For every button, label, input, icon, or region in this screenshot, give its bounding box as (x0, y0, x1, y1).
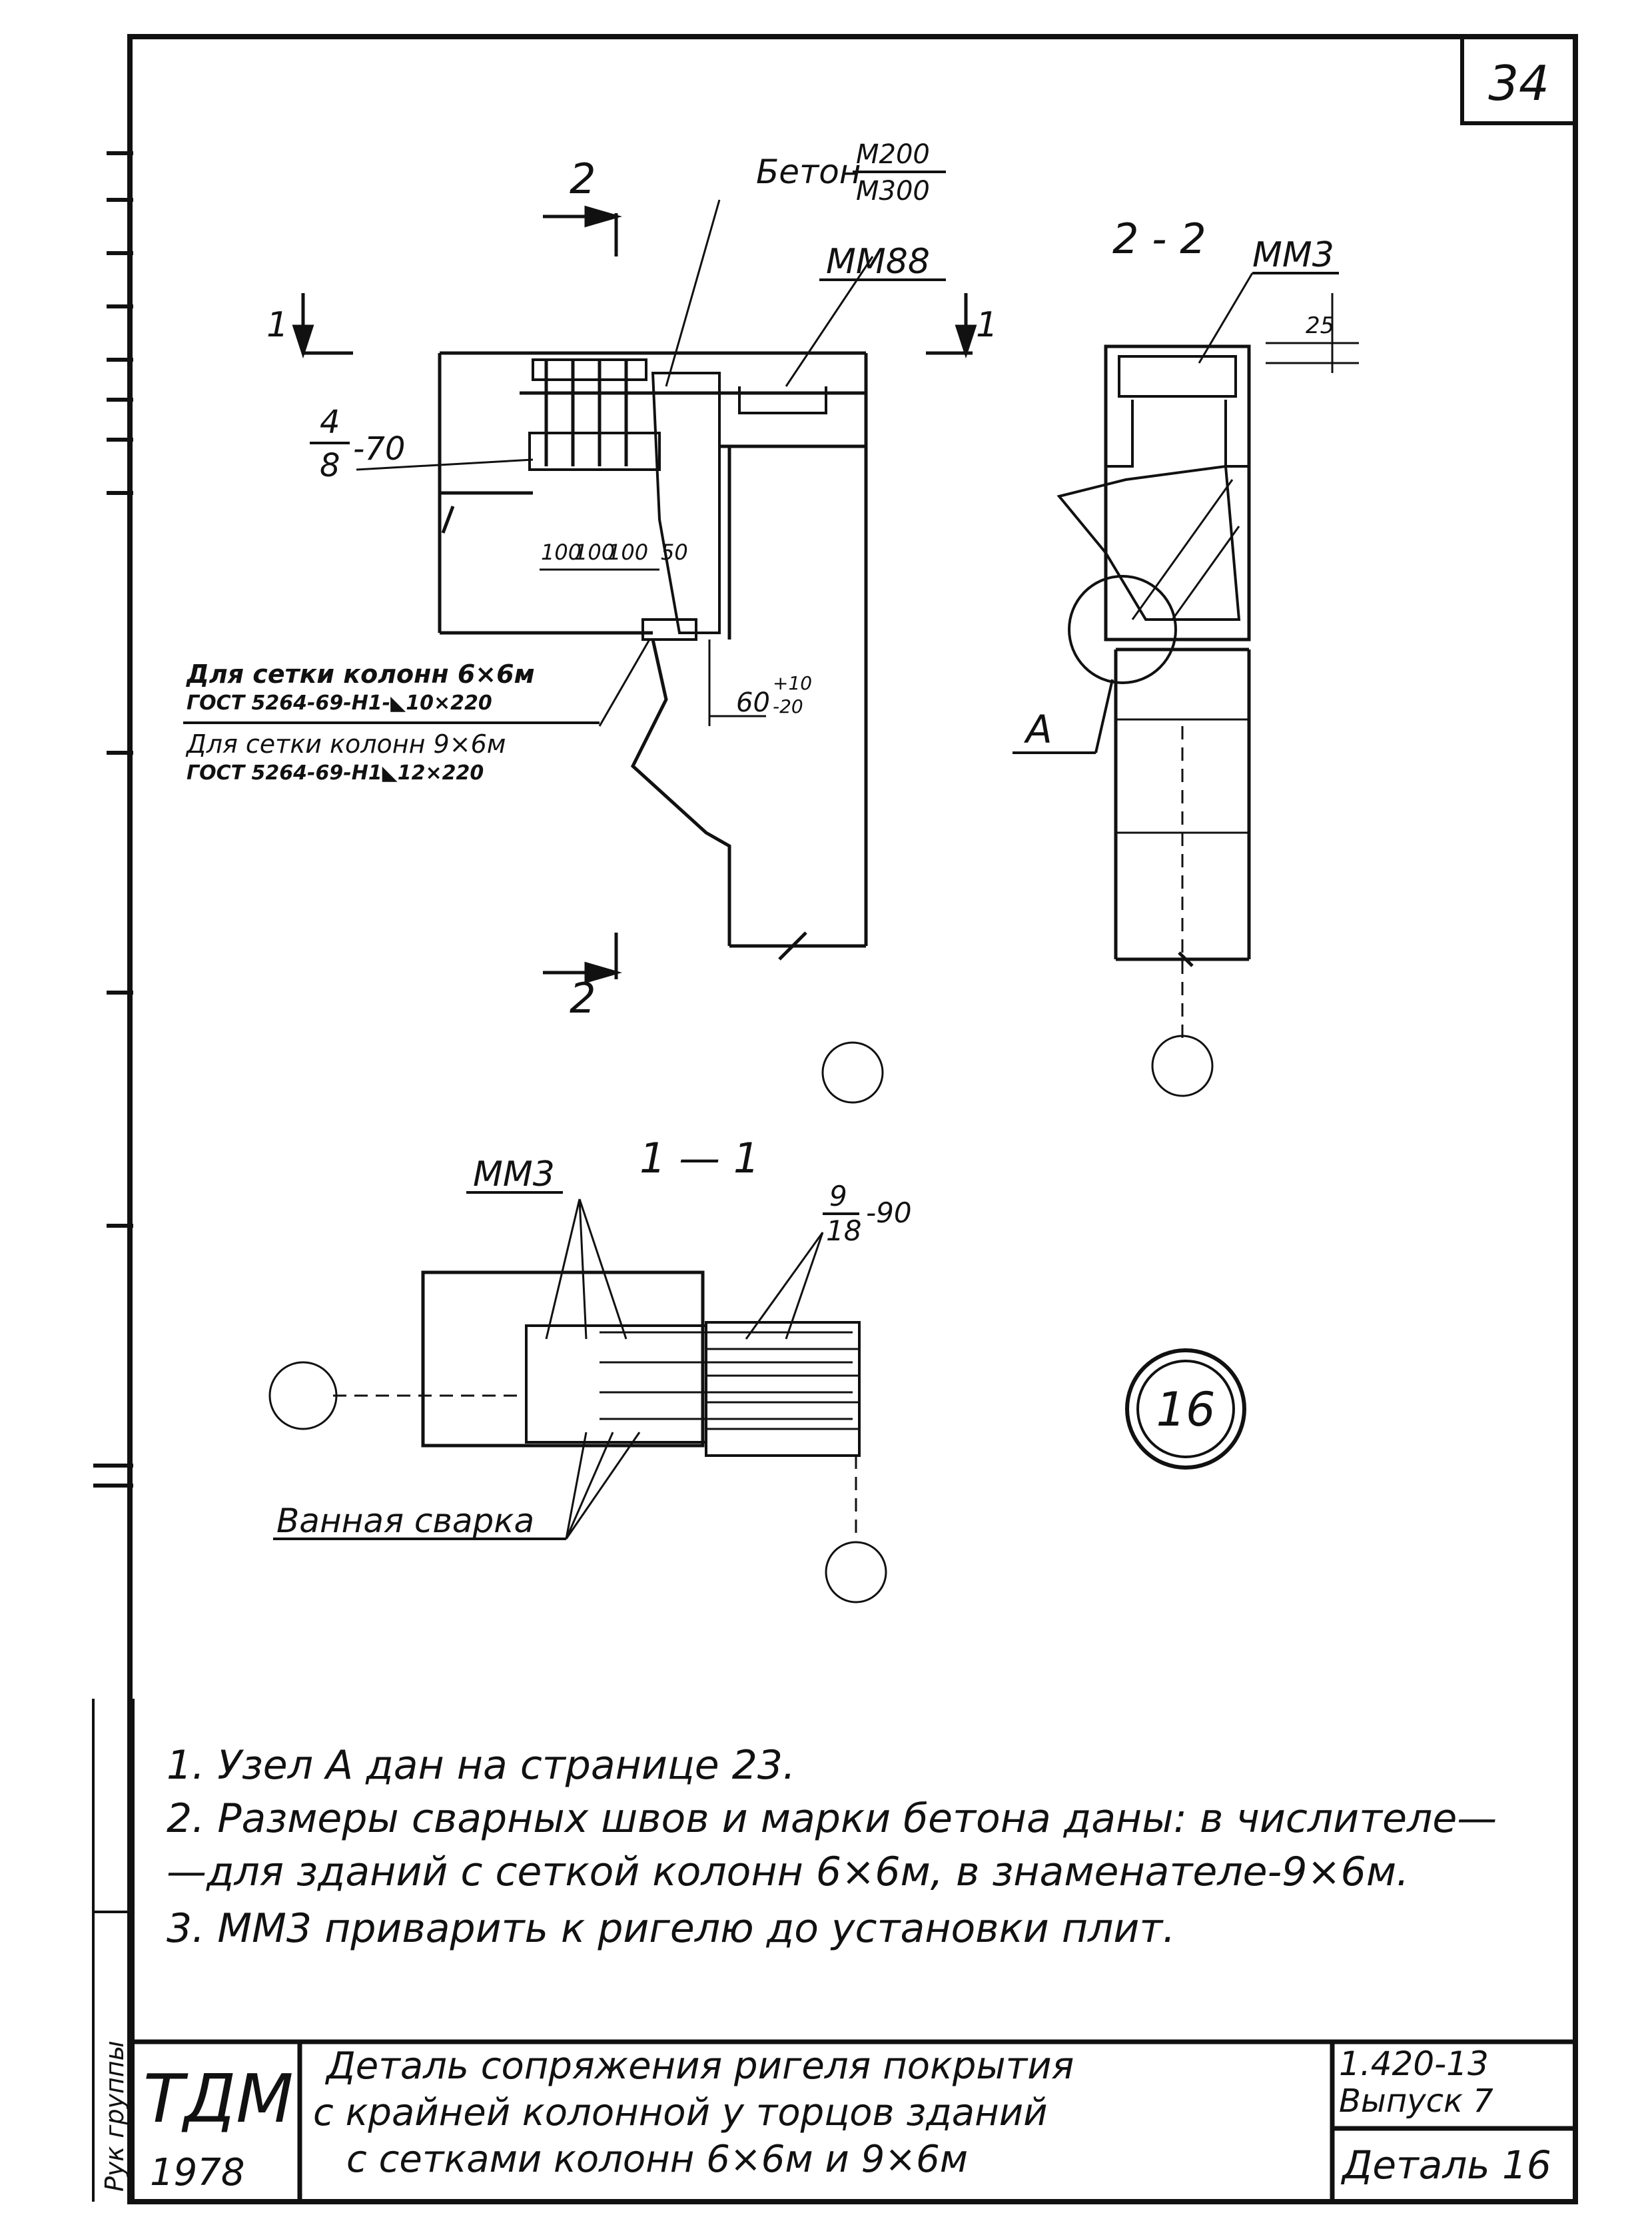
note-2: 2. Размеры сварных швов и марки бетона д… (167, 1795, 1497, 1842)
issue-number: Выпуск 7 (1339, 2082, 1493, 2120)
note-1: 1. Узел А дан на странице 23. (167, 1742, 796, 1789)
section-1-1-weld-numerator: 9 (829, 1180, 847, 1212)
section-2-mark-top: 2 (570, 155, 596, 203)
title-line-1: Деталь сопряжения ригеля покрытия (324, 2044, 1074, 2088)
weld-note-6x6-title: Для сетки колонн 6×6м (186, 660, 535, 689)
section-1-1-view (268, 1191, 1246, 1603)
weld-length: -70 (353, 430, 405, 468)
offset-tol-plus: +10 (773, 672, 812, 694)
offset-tol-minus: -20 (773, 695, 803, 717)
offset-dim: 60 (736, 687, 770, 718)
spacing-dim-4: 50 (661, 540, 688, 565)
title-line-2: с крайней колонной у торцов зданий (313, 2091, 1048, 2134)
detail-badge: 16 (1156, 1382, 1215, 1437)
section-1-1-weld-denominator: 18 (826, 1214, 861, 1247)
node-a-callout: А (1023, 707, 1052, 752)
org-logo: ТДМ (143, 2060, 294, 2138)
bath-weld-note: Ванная сварка (276, 1502, 534, 1540)
section-1-1-title: 1 — 1 (639, 1134, 759, 1182)
section-2-2-title: 2 - 2 (1112, 215, 1206, 263)
margin-ticks (93, 151, 133, 1488)
note-3: 3. ММ3 приварить к ригелю до установки п… (167, 1905, 1176, 1952)
spacing-dim-3: 100 (608, 540, 648, 565)
section-1-1-weld-length: -90 (866, 1196, 912, 1229)
note-2-cont: —для зданий с сеткой колонн 6×6м, в знам… (167, 1849, 1410, 1895)
weld-note-9x6-title: Для сетки колонн 9×6м (185, 729, 506, 759)
section-2-2-view (1013, 272, 1359, 1097)
section-2-2-dim-25: 25 (1306, 312, 1334, 339)
title-year: 1978 (150, 2151, 245, 2194)
title-block (92, 1699, 1575, 2202)
top-view (292, 199, 977, 1104)
side-stamp: Рук группы (100, 2040, 129, 2192)
concrete-grade-denominator: М300 (856, 176, 930, 207)
section-2-2-mm3: ММ3 (1252, 235, 1334, 275)
sheet-frame (127, 34, 1578, 2204)
spacing-dim-2: 100 (574, 540, 615, 565)
detail-number: Деталь 16 (1340, 2142, 1551, 2188)
section-1-1-mm3: ММ3 (473, 1154, 555, 1194)
weld-numerator: 4 (320, 404, 340, 441)
section-1-mark-right: 1 (976, 305, 998, 345)
title-line-3: с сетками колонн 6×6м и 9×6м (346, 2138, 968, 2181)
spacing-dim-1: 100 (541, 540, 582, 565)
section-2-mark-bottom: 2 (570, 974, 596, 1023)
weld-note-6x6-gost: ГОСТ 5264-69-Н1-◣10×220 (187, 691, 492, 715)
page-number-box (1460, 35, 1577, 125)
doc-code: 1.420-13 (1339, 2044, 1489, 2083)
concrete-grade-numerator: М200 (856, 139, 930, 170)
weld-denominator: 8 (320, 447, 340, 484)
embedded-part-mm88: ММ88 (826, 242, 930, 282)
concrete-label: Бетон (756, 153, 861, 191)
weld-note-9x6-gost: ГОСТ 5264-69-Н1◣12×220 (187, 761, 484, 785)
section-1-mark-left: 1 (266, 305, 288, 345)
page-number: 34 (1488, 55, 1549, 111)
